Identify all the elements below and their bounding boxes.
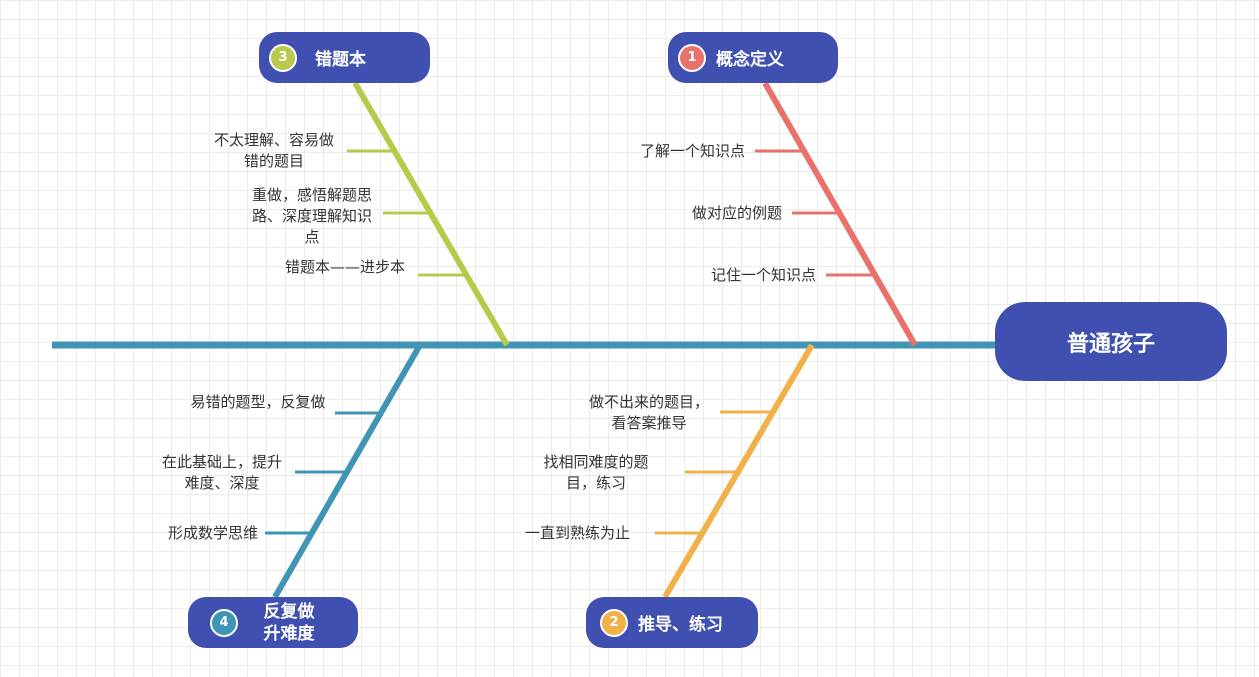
branch-node-4[interactable]: 4 反复做升难度 [188,597,358,648]
branch-label: 错题本 [315,50,366,70]
branch-node-2[interactable]: 2 推导、练习 [586,597,758,648]
cause-label: 错题本——进步本 [284,258,405,276]
cause-label: 一直到熟练为止 [524,524,630,542]
cause-label: 重做，感悟解题思路、深度理解知识点 [251,186,372,246]
cause-label: 在此基础上，提升难度、深度 [161,453,282,492]
head-node[interactable]: 普通孩子 [995,302,1227,381]
cause-label: 不太理解、容易做错的题目 [213,131,334,170]
head-label: 普通孩子 [1066,331,1155,357]
cause-label: 了解一个知识点 [639,142,745,160]
number-badge: 3 [269,43,297,72]
number-badge: 2 [600,608,628,637]
cause-label: 做对应的例题 [691,204,782,222]
branch-label: 反复做升难度 [263,601,315,644]
cause-label: 形成数学思维 [167,524,258,542]
number-badge: 1 [678,43,706,72]
branch-3-lines [347,81,510,347]
branch-label: 推导、练习 [638,615,723,635]
branch-2-lines [655,343,815,599]
cause-label: 找相同难度的题目，练习 [543,453,649,492]
branch-label: 概念定义 [716,50,784,70]
branch-4-lines [265,343,423,599]
branch-1-lines [755,81,918,347]
branch-node-1[interactable]: 1 概念定义 [668,32,838,83]
cause-label: 易错的题型，反复做 [190,393,326,411]
number-badge: 4 [210,608,238,637]
branch-node-3[interactable]: 3 错题本 [259,32,430,83]
cause-label: 做不出来的题目，看答案推导 [588,393,709,432]
cause-label: 记住一个知识点 [710,266,816,284]
